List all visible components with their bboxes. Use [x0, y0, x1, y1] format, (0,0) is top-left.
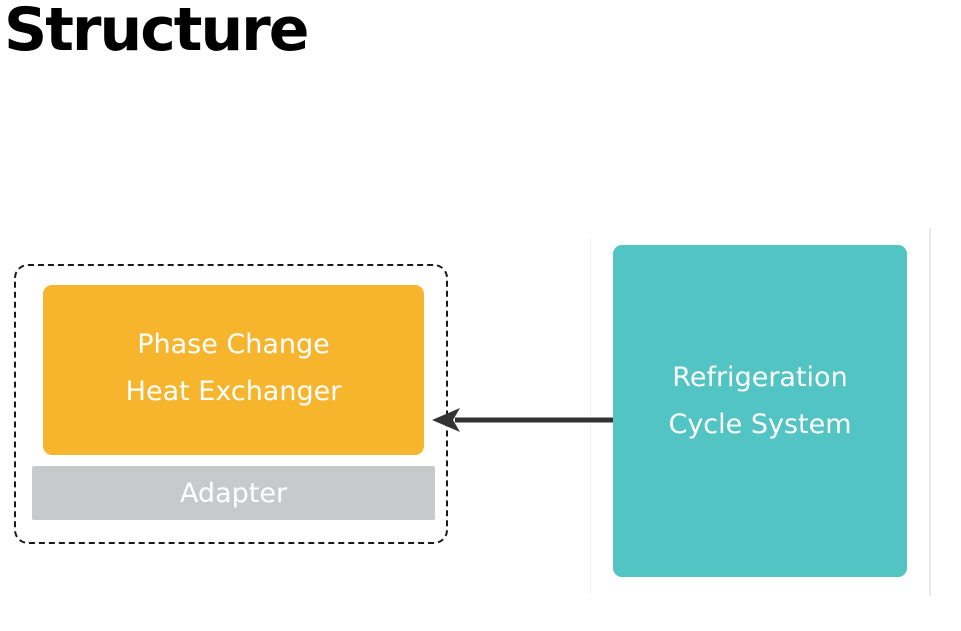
phase-change-heat-exchanger-node: Phase Change Heat Exchanger	[43, 285, 424, 455]
heat-exchanger-label-line-1: Phase Change	[137, 329, 330, 360]
refrigeration-cycle-system-node: Refrigeration Cycle System	[613, 245, 907, 577]
panel-divider-right	[929, 228, 931, 596]
page-title: Structure	[4, 0, 309, 65]
panel-divider-left	[590, 238, 591, 594]
refrigeration-label-line-1: Refrigeration	[672, 362, 848, 393]
heat-exchanger-label-line-2: Heat Exchanger	[125, 376, 342, 407]
heat-exchanger-assembly-group	[14, 264, 448, 544]
refrigeration-label-line-2: Cycle System	[668, 409, 852, 440]
adapter-label: Adapter	[179, 477, 288, 509]
arrowhead-icon	[432, 408, 460, 432]
adapter-node: Adapter	[32, 466, 435, 520]
